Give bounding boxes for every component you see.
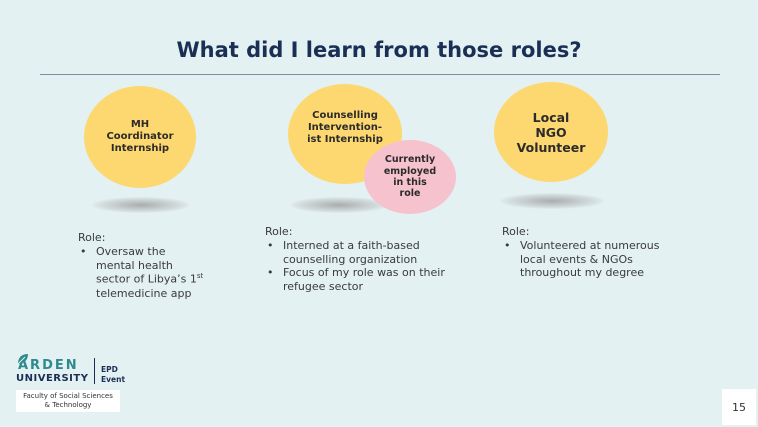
slide-title: What did I learn from those roles? [176, 38, 582, 62]
role-bullet: Interned at a faith-based counselling or… [265, 239, 465, 267]
role-block-counselling: Role: Interned at a faith-based counsell… [265, 225, 465, 294]
badge-text-line: role [399, 188, 421, 200]
role-block-ngo: Role: Volunteered at numerous local even… [502, 225, 677, 280]
circle-text-line: Intervention- [307, 122, 383, 133]
circle-text-line: Local [532, 109, 570, 125]
role-bullet: Focus of my role was on their refugee se… [265, 266, 465, 294]
role-label: Role: [265, 225, 293, 238]
bullet-line: sector of Libya’s 1 [96, 272, 197, 286]
brand-subname: UNIVERSITY [16, 373, 89, 384]
brand-name: ARDEN [18, 358, 79, 373]
role-bullet: Volunteered at numerous local events & N… [502, 239, 677, 280]
circle-text-line: Counselling [312, 110, 378, 121]
badge-text-line: employed [383, 165, 437, 177]
superscript: st [196, 272, 204, 281]
event-label: EPD [101, 365, 118, 375]
logo-separator [94, 358, 95, 384]
arden-university-logo: ARDEN UNIVERSITY EPD Event Faculty of So… [16, 354, 126, 412]
page-number: 15 [722, 389, 756, 425]
badge-currently-employed: Currently employed in this role [364, 140, 456, 214]
faculty-label: Faculty of Social Sciences & Technology [16, 390, 120, 412]
role-block-mh: Role: Oversaw the mental health sector o… [78, 231, 228, 300]
circle-shadow [290, 197, 388, 213]
circle-ngo-volunteer: Local NGO Volunteer [494, 82, 608, 182]
faculty-line: & Technology [44, 400, 92, 409]
bullet-line: Oversaw the [96, 244, 166, 258]
role-bullet: Oversaw the mental health sector of Liby… [78, 245, 228, 301]
circle-shadow [92, 197, 190, 213]
leaf-icon [17, 354, 28, 365]
circle-text-line: Volunteer [516, 139, 586, 155]
role-label: Role: [502, 225, 530, 238]
faculty-line: Faculty of Social Sciences [23, 392, 113, 400]
role-label: Role: [78, 231, 106, 244]
circle-shadow [500, 193, 604, 209]
badge-text-line: Currently [384, 154, 436, 166]
circle-text-line: ist Internship [307, 134, 383, 145]
circle-text-line: NGO [535, 124, 567, 140]
event-label: Event [101, 374, 126, 384]
bullet-line: telemedicine app [96, 286, 192, 300]
bullet-line: mental health [96, 258, 173, 272]
badge-text-line: in this [393, 177, 427, 188]
title-divider [40, 74, 720, 75]
circle-text-line: Internship [110, 143, 170, 154]
circle-text-line: Coordinator [106, 131, 174, 142]
circle-text-line: MH [130, 119, 150, 130]
circle-mh-coordinator: MH Coordinator Internship [84, 86, 196, 188]
